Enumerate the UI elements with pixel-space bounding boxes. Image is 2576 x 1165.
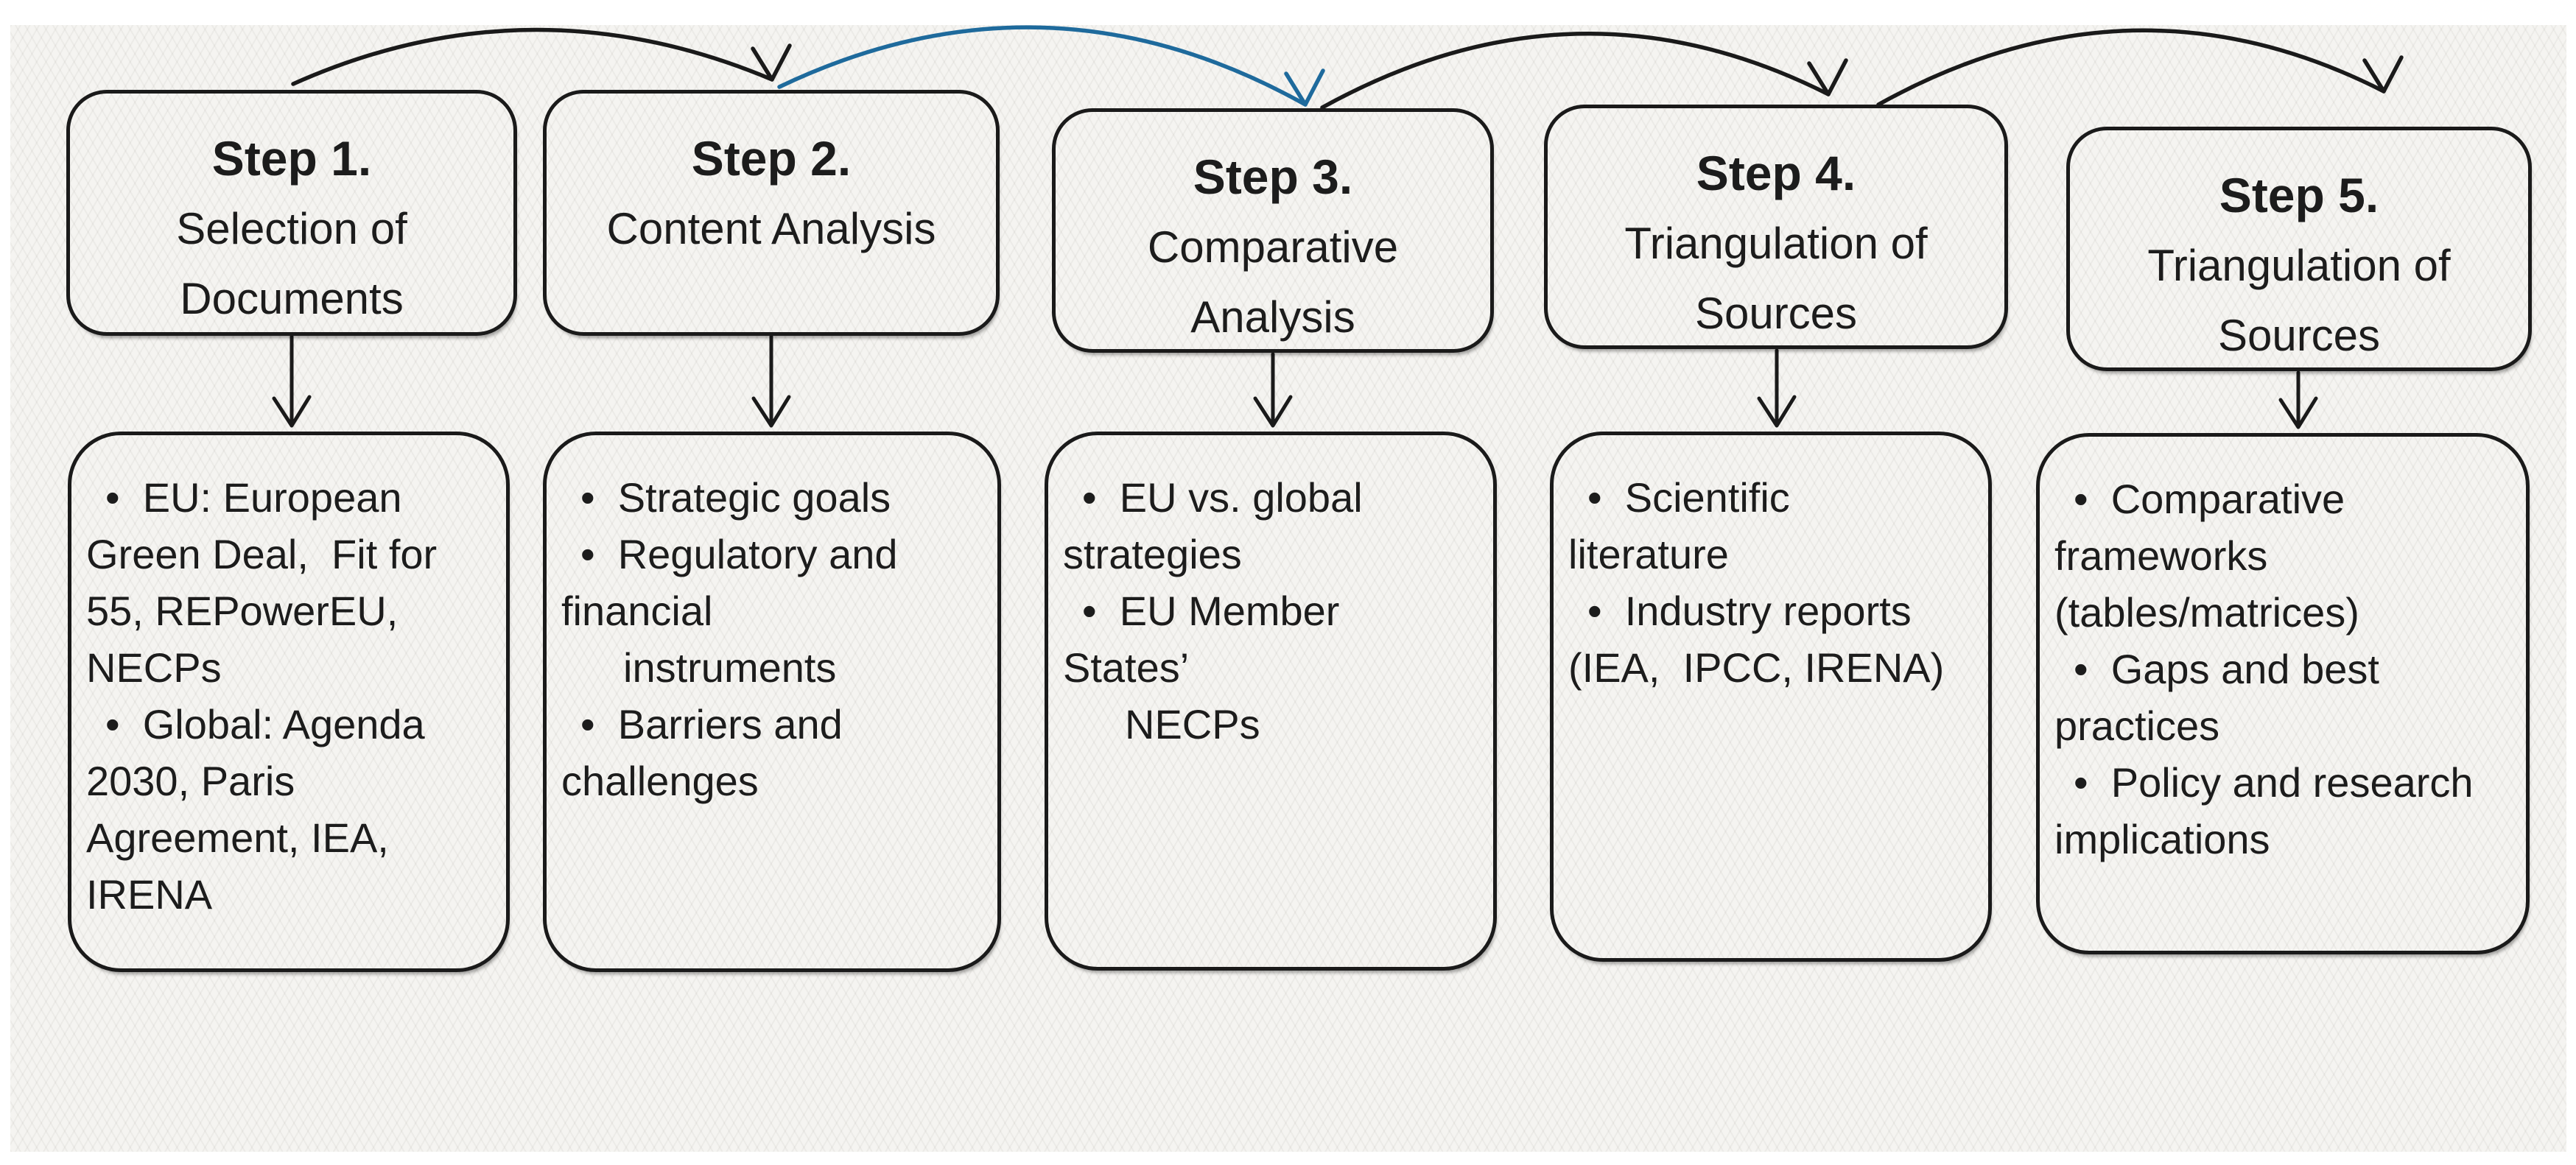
bullet-line: • Barriers and [580, 701, 843, 747]
bullet-line-continuation: strategies [1063, 531, 1242, 577]
bullet-line-continuation: implications [2054, 816, 2270, 862]
bullet-line-continuation: financial [561, 588, 713, 634]
bullet-line-indented: instruments [623, 644, 837, 691]
step1-detail-box: • EU: European Green Deal, Fit for 55, R… [68, 432, 510, 972]
bullet-line: • Policy and research [2074, 759, 2474, 806]
step3-header-box: Step 3. Comparative Analysis [1052, 108, 1494, 353]
bullet-line-indented: NECPs [1125, 701, 1260, 747]
bullet-line-continuation: challenges [561, 758, 759, 804]
bullet-line: • Scientific [1587, 474, 1790, 521]
step2-header-box: Step 2. Content Analysis [543, 90, 1000, 336]
step5-title: Step 5. [2219, 168, 2379, 222]
step5-detail-box: • Comparative frameworks (tables/matrice… [2036, 433, 2530, 954]
step3-subtitle-line: Analysis [1190, 292, 1355, 342]
bullet-line-continuation: 2030, Paris [86, 758, 295, 804]
bullet-line: • EU: European [105, 474, 402, 521]
step3-title: Step 3. [1193, 149, 1353, 204]
step1-subtitle-line: Selection of [176, 204, 407, 253]
bullet-line-continuation: 55, REPowerEU, [86, 588, 399, 634]
step3-subtitle-line: Comparative [1147, 222, 1399, 272]
step4-subtitle-line: Sources [1694, 289, 1858, 338]
bullet-line: • Strategic goals [580, 474, 891, 521]
bullet-line: • Comparative [2074, 476, 2345, 522]
step1-header-box: Step 1. Selection of Documents [66, 90, 517, 336]
bullet-line-continuation: (IEA, IPCC, IRENA) [1568, 644, 1945, 691]
bullet-line-continuation: literature [1568, 531, 1729, 577]
step4-detail-box: • Scientific literature • Industry repor… [1550, 432, 1992, 962]
step2-subtitle-line: Content Analysis [606, 204, 936, 253]
bullet-line: • Global: Agenda [105, 701, 425, 747]
step4-header-box: Step 4. Triangulation of Sources [1544, 105, 2008, 349]
bullet-line-continuation: Green Deal, Fit for [86, 531, 438, 577]
step3-detail-box: • EU vs. global strategies • EU Member S… [1045, 432, 1497, 971]
diagram-canvas-background [10, 25, 2566, 1152]
bullet-line: • Regulatory and [580, 531, 898, 577]
step5-header-box: Step 5. Triangulation of Sources [2066, 127, 2532, 371]
bullet-line-continuation: frameworks [2054, 532, 2268, 579]
bullet-line-continuation: States’ [1063, 644, 1190, 691]
step4-subtitle-line: Triangulation of [1624, 219, 1928, 268]
step2-title: Step 2. [691, 131, 852, 186]
bullet-line-continuation: Agreement, IEA, [86, 814, 389, 861]
step1-subtitle-line: Documents [180, 274, 404, 323]
bullet-line: • Industry reports [1587, 588, 1912, 634]
step2-detail-box: • Strategic goals • Regulatory and finan… [543, 432, 1001, 972]
step5-subtitle-line: Triangulation of [2147, 241, 2451, 290]
step1-title: Step 1. [211, 131, 372, 186]
bullet-line-continuation: (tables/matrices) [2054, 589, 2359, 636]
bullet-line-continuation: practices [2054, 703, 2220, 749]
bullet-line: • Gaps and best [2074, 646, 2379, 692]
step5-subtitle-line: Sources [2217, 311, 2381, 360]
bullet-line: • EU vs. global [1082, 474, 1363, 521]
bullet-line-continuation: NECPs [86, 644, 222, 691]
step4-title: Step 4. [1696, 146, 1856, 200]
bullet-line: • EU Member [1082, 588, 1340, 634]
bullet-line-continuation: IRENA [86, 871, 213, 918]
